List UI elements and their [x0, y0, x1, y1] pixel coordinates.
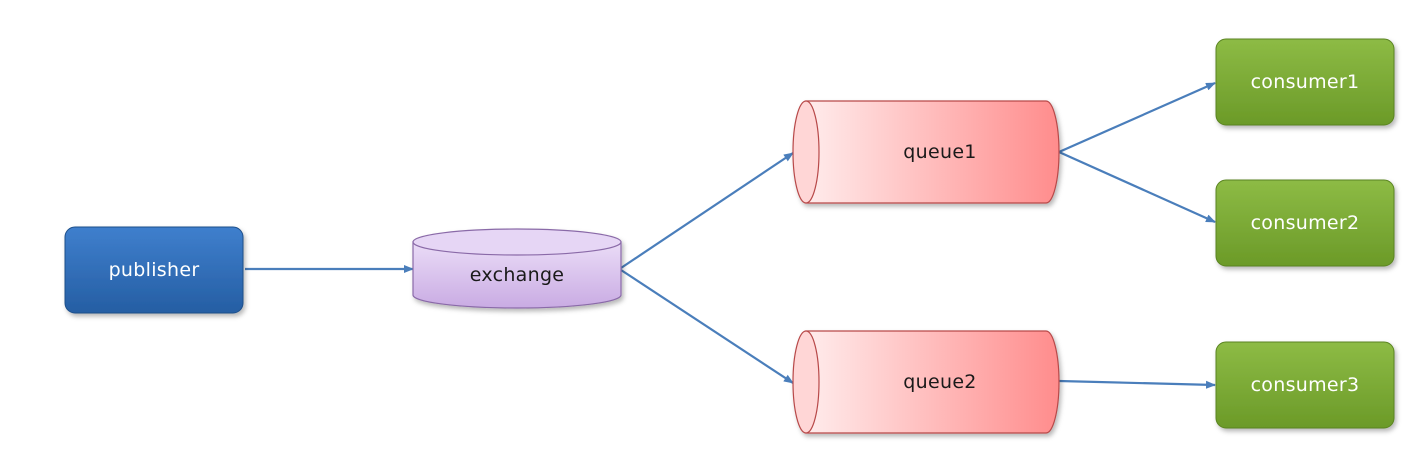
exchange-node[interactable] [412, 228, 622, 309]
edge-queue1-consumer2 [1058, 150, 1216, 224]
edge-exchange-queue1 [620, 152, 794, 269]
queue2-label: queue2 [903, 371, 977, 393]
publisher-label: publisher [108, 259, 200, 281]
consumer3-node[interactable] [1215, 341, 1395, 429]
edges [245, 81, 1216, 389]
publisher-node[interactable] [64, 226, 244, 314]
consumer2-label: consumer2 [1250, 212, 1360, 234]
consumer1-label: consumer1 [1250, 71, 1360, 93]
queue1-node[interactable] [792, 100, 1060, 204]
consumer3-label: consumer3 [1250, 374, 1360, 396]
edge-queue1-consumer1 [1058, 81, 1216, 154]
exchange-label: exchange [469, 264, 565, 286]
queue1-label: queue1 [903, 141, 977, 163]
edge-exchange-queue2 [620, 269, 794, 384]
queue2-node[interactable] [792, 330, 1060, 434]
consumer2-node[interactable] [1215, 179, 1395, 267]
edge-queue2-consumer3 [1058, 379, 1216, 389]
consumer1-node[interactable] [1215, 38, 1395, 126]
